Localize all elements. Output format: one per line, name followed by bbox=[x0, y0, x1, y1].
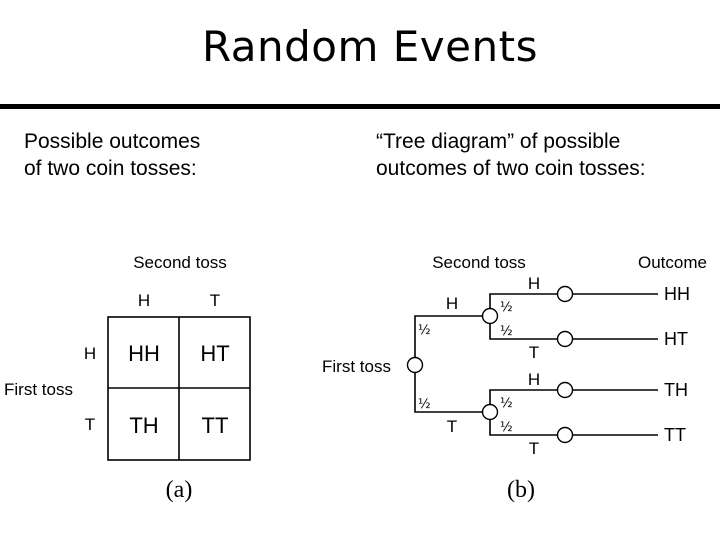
tree-outcome-label: Outcome bbox=[638, 253, 707, 272]
tree-root-node bbox=[406, 356, 424, 374]
right-caption-line-2: outcomes of two coin tosses: bbox=[376, 157, 646, 180]
table-first-toss-label: First toss bbox=[4, 380, 73, 399]
table-cell-tt: TT bbox=[202, 413, 229, 438]
tree-outcome-tt: TT bbox=[664, 425, 686, 445]
left-caption-line-2: of two coin tosses: bbox=[24, 157, 197, 180]
tree-first-toss-label: First toss bbox=[322, 357, 391, 376]
tree-t-h-prob: ½ bbox=[500, 396, 513, 411]
tree-h-t-label: T bbox=[529, 343, 539, 362]
table-caption: (a) bbox=[166, 477, 193, 503]
table-row-header-t: T bbox=[85, 415, 95, 434]
table-cell-hh: HH bbox=[128, 341, 160, 366]
tree-first-t-prob: ½ bbox=[418, 397, 431, 412]
tree-h-h-prob: ½ bbox=[500, 300, 513, 315]
tree-second-toss-label: Second toss bbox=[432, 253, 526, 272]
table-col-header-t: T bbox=[210, 291, 220, 310]
table-cell-ht: HT bbox=[200, 341, 229, 366]
tree-t-h-label: H bbox=[528, 370, 540, 389]
left-caption: Possible outcomes of two coin tosses: bbox=[24, 128, 200, 182]
tree-diagram: Second toss Outcome First toss H ½ ½ T H… bbox=[322, 253, 707, 503]
table-row-header-h: H bbox=[84, 344, 96, 363]
tree-branch-first-t bbox=[414, 365, 490, 413]
tree-branch-first-h bbox=[414, 315, 490, 365]
left-caption-line-1: Possible outcomes bbox=[24, 130, 201, 153]
tree-leaf-node-ht bbox=[556, 330, 574, 348]
tree-t-t-prob: ½ bbox=[500, 420, 513, 435]
outcome-table: Second toss H T H T First toss HH HT TH … bbox=[4, 253, 251, 503]
right-caption-line-1: “Tree diagram” of possible bbox=[376, 130, 621, 153]
tree-h-h-label: H bbox=[528, 274, 540, 293]
tree-t-t-label: T bbox=[529, 439, 539, 458]
tree-h-t-prob: ½ bbox=[500, 324, 513, 339]
tree-outcome-th: TH bbox=[664, 380, 688, 400]
table-second-toss-label: Second toss bbox=[133, 253, 227, 272]
table-cell-th: TH bbox=[129, 413, 158, 438]
tree-leaf-node-tt bbox=[556, 426, 574, 444]
tree-first-t-label: T bbox=[447, 417, 457, 436]
title-divider bbox=[0, 104, 720, 109]
tree-caption: (b) bbox=[507, 477, 535, 503]
tree-first-h-label: H bbox=[446, 294, 458, 313]
tree-node-h bbox=[481, 307, 499, 325]
tree-first-h-prob: ½ bbox=[418, 323, 431, 338]
table-col-header-h: H bbox=[138, 291, 150, 310]
tree-outcome-ht: HT bbox=[664, 329, 688, 349]
slide-title: Random Events bbox=[202, 22, 538, 71]
tree-outcome-hh: HH bbox=[664, 284, 690, 304]
tree-leaf-node-hh bbox=[556, 285, 574, 303]
right-caption: “Tree diagram” of possible outcomes of t… bbox=[376, 128, 646, 182]
tree-leaf-node-th bbox=[556, 381, 574, 399]
tree-node-t bbox=[481, 403, 499, 421]
